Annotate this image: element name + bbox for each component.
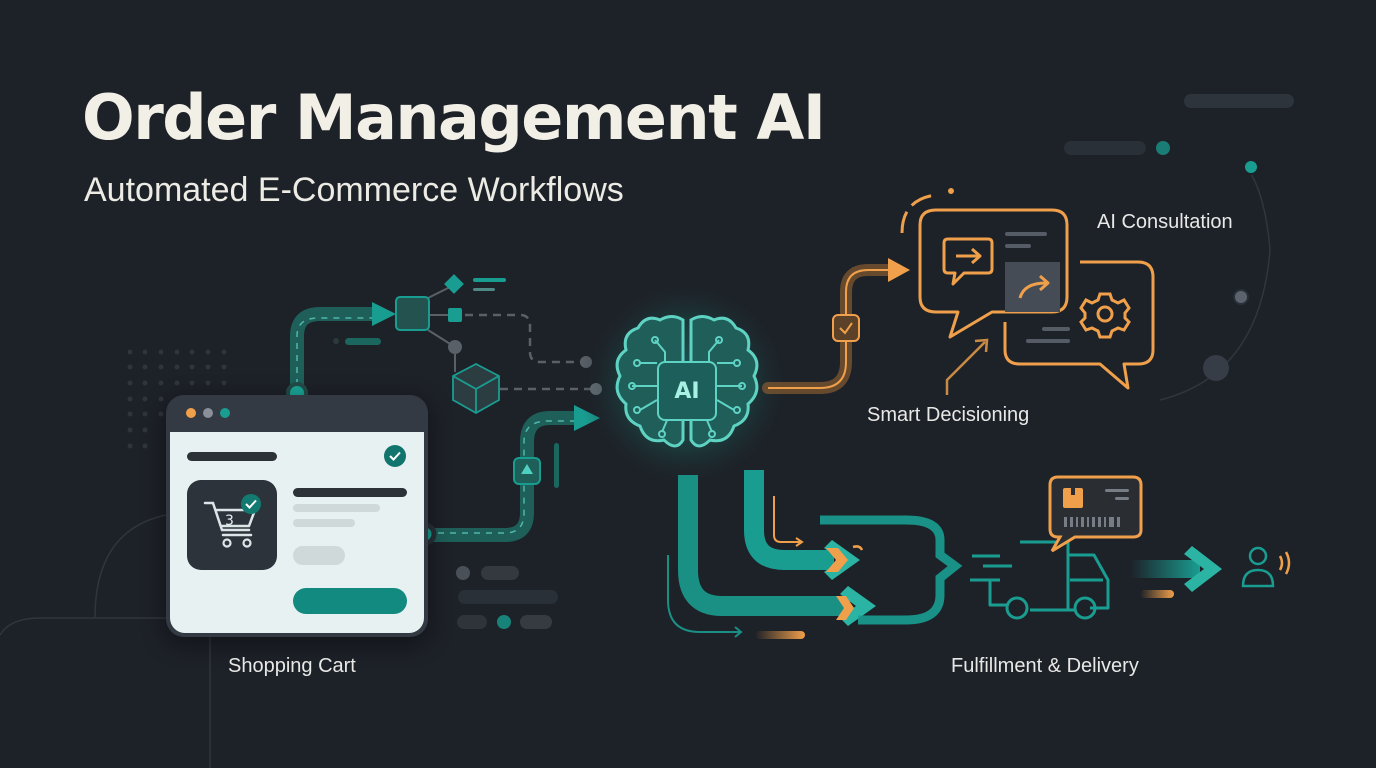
cart-check-icon [241, 494, 261, 514]
delivery-truck-icon [970, 540, 1110, 620]
window-dot-teal [220, 408, 230, 418]
gear-icon [1079, 292, 1131, 339]
decorative-pills [1064, 94, 1294, 381]
shopping-cart-window: 3 [166, 395, 428, 637]
window-dot-grey [203, 408, 213, 418]
shopping-cart-icon [203, 501, 257, 548]
background-lines [0, 164, 1271, 768]
decorative-list [456, 566, 558, 629]
brain-circuits [628, 336, 746, 438]
cart-tile: 3 [187, 480, 277, 570]
page-title: Order Management AI [82, 81, 826, 154]
barcode-icon [1064, 517, 1120, 527]
bubble-text-lines [1005, 232, 1070, 343]
window-dot-orange [186, 408, 196, 418]
product-detail-bar [293, 504, 380, 512]
product-detail-bar [293, 519, 355, 527]
stage-label-ai-consultation: AI Consultation [1097, 211, 1233, 233]
stage-label-shopping-cart: Shopping Cart [228, 655, 356, 677]
shipping-label-icon [1048, 475, 1143, 553]
network-nodes [395, 274, 602, 415]
ai-to-consultation-path [762, 258, 910, 394]
package-icon [1063, 488, 1083, 508]
ai-to-fulfillment-paths [667, 470, 963, 639]
stage-label-fulfillment: Fulfillment & Delivery [951, 655, 1139, 677]
delivery-arrow [1130, 546, 1222, 598]
cart-item-count: 3 [225, 513, 234, 529]
window-controls [186, 408, 230, 418]
stage-label-smart-decisioning: Smart Decisioning [867, 404, 1030, 426]
product-title-bar [293, 488, 407, 497]
checkout-button[interactable] [293, 588, 407, 614]
page-subtitle: Automated E-Commerce Workflows [84, 171, 624, 209]
cube-icon [452, 362, 500, 415]
cart-to-ai-path [413, 405, 600, 546]
header-bar [187, 452, 277, 461]
dot-grid [127, 349, 227, 449]
cart-upload-path [286, 302, 396, 404]
quantity-pill[interactable] [293, 546, 345, 565]
window-body: 3 [170, 432, 424, 633]
ai-core-chip: AI [657, 361, 717, 421]
check-icon [384, 445, 406, 467]
consultation-bubbles [900, 188, 1155, 390]
user-icon [1241, 546, 1291, 588]
decision-arrow [945, 338, 989, 395]
